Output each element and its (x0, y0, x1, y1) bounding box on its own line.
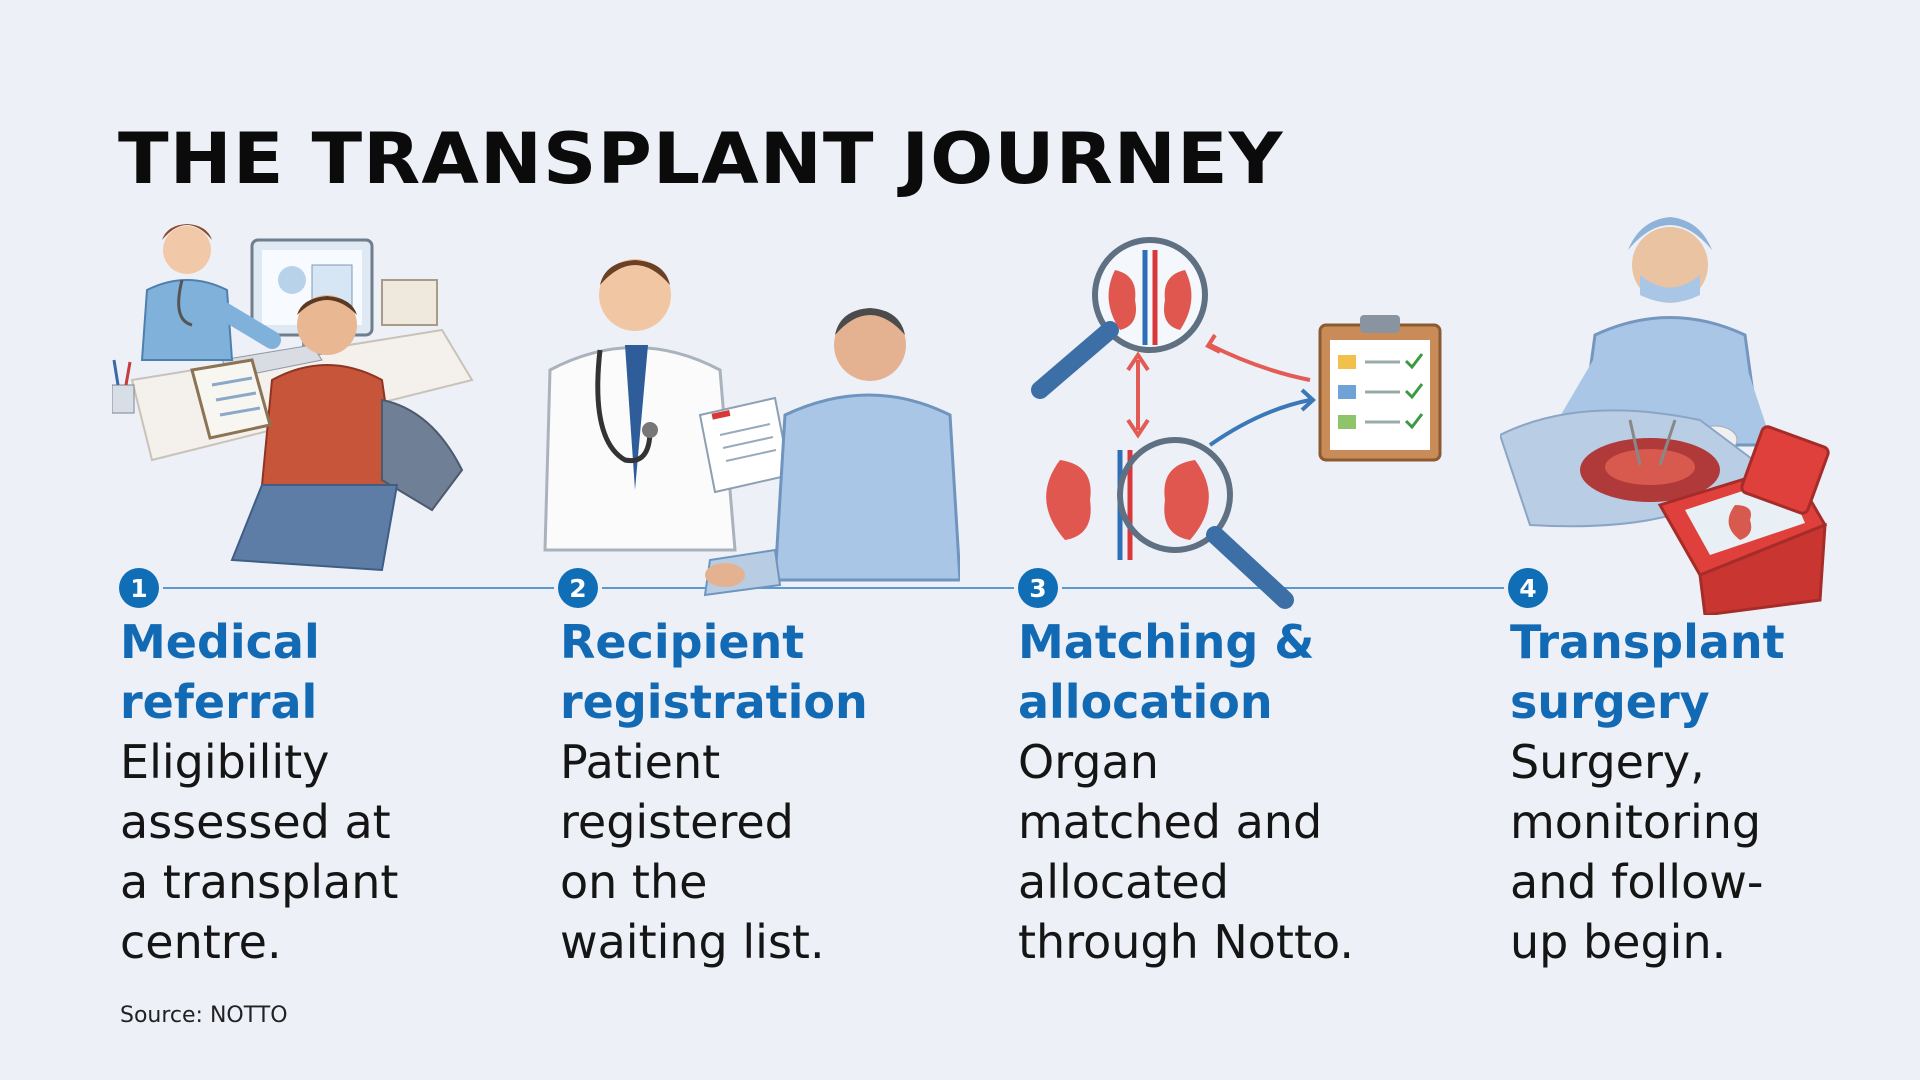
step-title: Transplant surgery (1510, 612, 1785, 732)
kidney-matching-illustration (1031, 237, 1442, 609)
step-title-line: Medical (120, 615, 320, 669)
doctor-consultation-illustration (543, 259, 960, 597)
step-description: Organ matched and allocated through Nott… (1018, 732, 1354, 972)
step-number-badge: 2 (558, 568, 598, 608)
step-description-line: assessed at (120, 795, 391, 849)
step-title-line: allocation (1018, 675, 1273, 729)
step-description-line: monitoring (1510, 795, 1762, 849)
step-description-line: Surgery, (1510, 735, 1705, 789)
step-description: Surgery, monitoring and follow- up begin… (1510, 732, 1763, 972)
step-description-line: and follow- (1510, 855, 1764, 909)
step-description-line: up begin. (1510, 915, 1727, 969)
step-description-line: matched and (1018, 795, 1323, 849)
timeline-line (138, 587, 1510, 589)
step-title-line: registration (560, 675, 868, 729)
step-title-line: surgery (1510, 675, 1710, 729)
step-description-line: through Notto. (1018, 915, 1354, 969)
step-description-line: registered (560, 795, 794, 849)
step-title-line: referral (120, 675, 318, 729)
step-number-badge: 4 (1508, 568, 1548, 608)
page-title: THE TRANSPLANT JOURNEY (118, 118, 1284, 200)
step-title-line: Transplant (1510, 615, 1785, 669)
step-title: Matching & allocation (1018, 612, 1314, 732)
step-description-line: allocated (1018, 855, 1229, 909)
step-description: Eligibility assessed at a transplant cen… (120, 732, 398, 972)
nurse-and-patient-illustration (112, 224, 474, 572)
step-number-badge: 3 (1018, 568, 1058, 608)
step-description-line: Patient (560, 735, 721, 789)
step-description-line: on the (560, 855, 708, 909)
source-note: Source: NOTTO (120, 1003, 288, 1028)
step-description-line: waiting list. (560, 915, 825, 969)
surgeon-operating-illustration (1500, 217, 1830, 615)
step-title: Medical referral (120, 612, 320, 732)
step-description-line: centre. (120, 915, 282, 969)
step-number-badge: 1 (119, 568, 159, 608)
step-description-line: Eligibility (120, 735, 330, 789)
step-title-line: Recipient (560, 615, 805, 669)
step-title: Recipient registration (560, 612, 868, 732)
step-description-line: Organ (1018, 735, 1159, 789)
step-title-line: Matching & (1018, 615, 1315, 669)
step-description-line: a transplant (120, 855, 399, 909)
step-description: Patient registered on the waiting list. (560, 732, 825, 972)
